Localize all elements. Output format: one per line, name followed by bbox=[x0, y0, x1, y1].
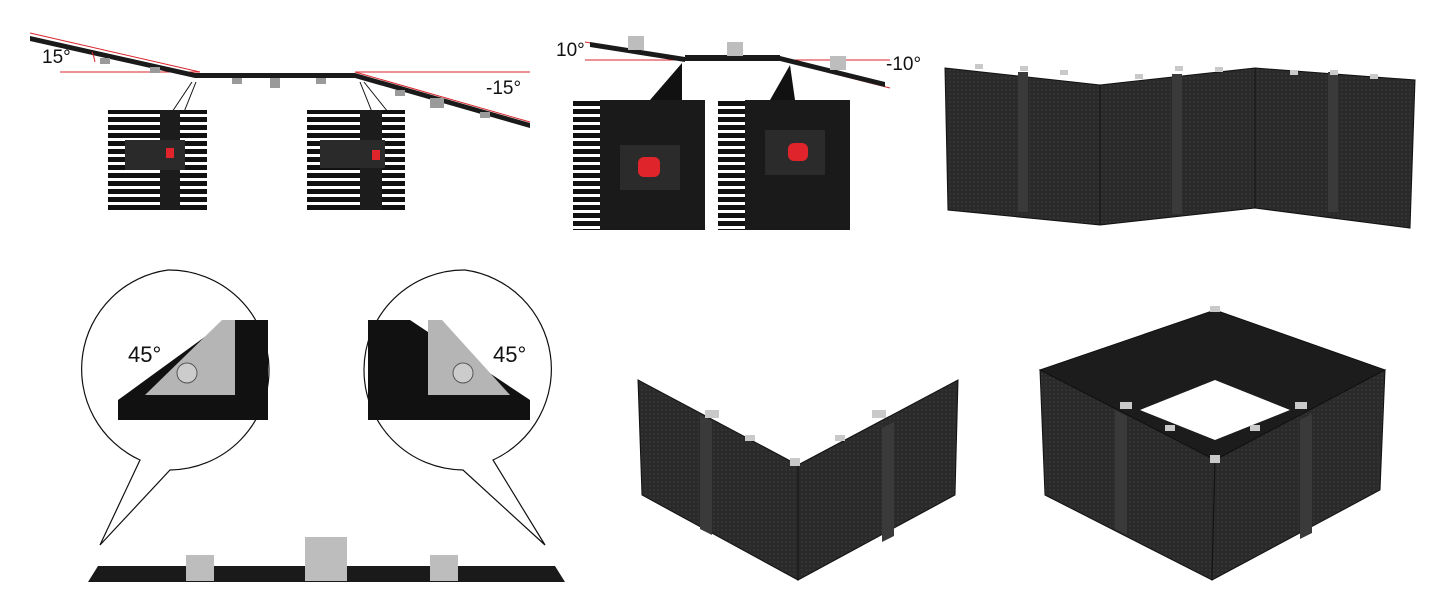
cube-led-enclosure bbox=[1038, 306, 1387, 581]
red-lock-icon bbox=[166, 148, 174, 158]
angle-label-10: 10° bbox=[556, 40, 585, 61]
angle-label-minus-15: -15° bbox=[486, 78, 521, 99]
splice-10-degree-diagram: 10° -10° bbox=[556, 36, 921, 230]
splice-15-degree-diagram: 15° -15° bbox=[29, 32, 531, 210]
detail-lock-left-15 bbox=[108, 110, 207, 210]
corner-bracket-left bbox=[145, 320, 235, 395]
angle-label-45-left: 45° bbox=[128, 342, 161, 367]
detail-lock-right-15 bbox=[307, 110, 405, 210]
red-lock-icon bbox=[788, 143, 808, 161]
angle-label-45-right: 45° bbox=[493, 342, 526, 367]
zigzag-led-wall bbox=[944, 64, 1416, 229]
guide-line bbox=[29, 32, 201, 73]
red-lock-icon bbox=[372, 150, 380, 160]
panel-bar-center bbox=[195, 73, 355, 78]
angle-arc bbox=[91, 51, 96, 63]
corner-45-degree-diagram: 45° 45° bbox=[81, 269, 565, 582]
right-angle-led-wall bbox=[637, 379, 959, 581]
angle-label-15: 15° bbox=[42, 47, 71, 68]
corner-bracket-right bbox=[428, 320, 510, 395]
angle-label-minus-10: -10° bbox=[886, 54, 921, 75]
guide-line bbox=[354, 71, 531, 123]
detail-lock-left-10 bbox=[573, 100, 705, 230]
detail-lock-right-10 bbox=[718, 100, 850, 230]
red-lock-icon bbox=[638, 157, 660, 177]
